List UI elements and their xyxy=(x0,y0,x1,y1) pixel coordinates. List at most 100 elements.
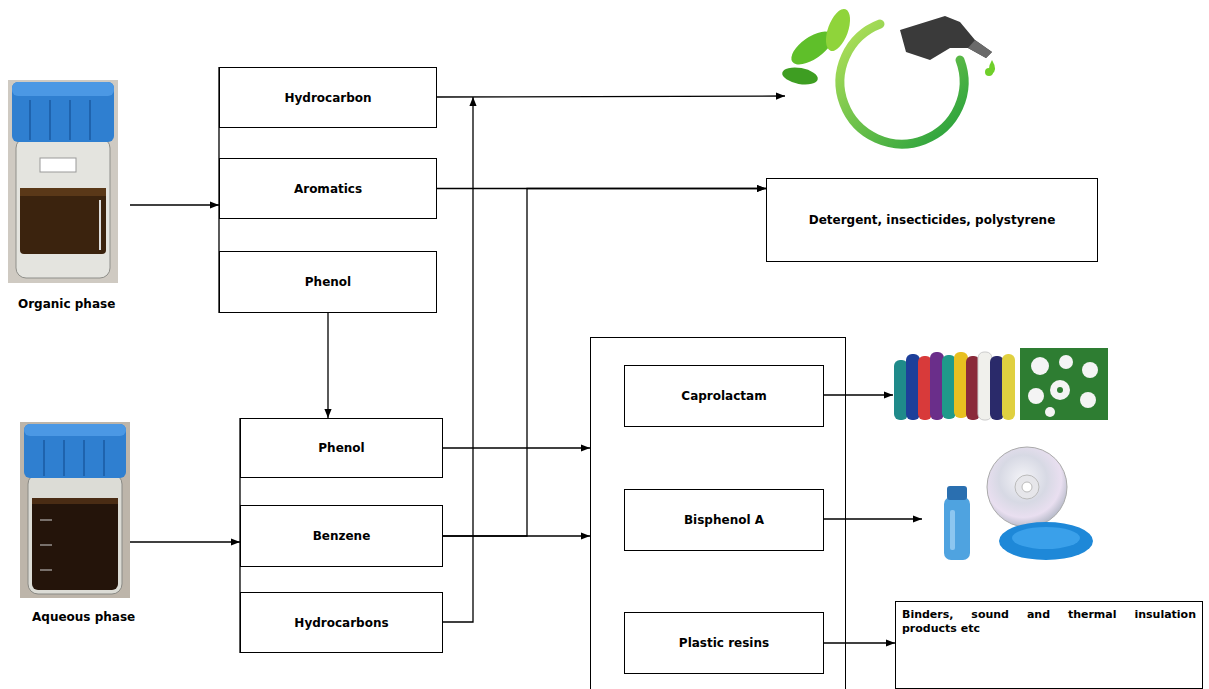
polycarbonate-products xyxy=(999,522,1093,560)
box-text: Hydrocarbon xyxy=(284,91,371,105)
process-box: Hydrocarbon xyxy=(219,67,437,128)
biofuel-icon xyxy=(781,65,819,87)
biofuel-icon xyxy=(781,6,995,144)
box-text: Binders, sound and thermal insulation pr… xyxy=(902,608,1196,636)
process-box: Aromatics xyxy=(219,158,437,219)
nylon-gears-photo xyxy=(1020,348,1108,420)
nylon-gears-photo xyxy=(1050,380,1070,400)
flow-line xyxy=(130,67,922,653)
nylon-gears-photo xyxy=(1080,392,1096,408)
nylon-rope-photo xyxy=(978,352,992,420)
bottle-photo xyxy=(103,440,105,476)
nylon-rope-photo xyxy=(906,354,920,420)
nylon-rope-photo xyxy=(894,360,908,420)
biofuel-icon xyxy=(985,68,993,76)
bottle-photo xyxy=(20,188,106,196)
bottle-photo xyxy=(40,570,52,571)
polycarbonate-products xyxy=(1012,527,1080,549)
process-box: Hydrocarbons xyxy=(240,592,443,653)
flow-arrow xyxy=(443,189,766,537)
nylon-rope-photo xyxy=(990,356,1004,420)
polycarbonate-products xyxy=(944,497,970,560)
phase-label: Organic phase xyxy=(18,297,115,311)
flow-arrow xyxy=(824,642,895,643)
bottle-photo xyxy=(43,440,45,476)
box-text: Benzene xyxy=(313,529,371,543)
nylon-gears-photo xyxy=(1020,348,1108,420)
polycarbonate-products xyxy=(950,510,955,550)
flow-arrow xyxy=(327,313,328,418)
flow-arrow xyxy=(443,535,590,536)
box-text: Plastic resins xyxy=(679,636,769,650)
bottle-photo xyxy=(8,80,118,283)
box-text: Hydrocarbons xyxy=(294,616,388,630)
bottle-photo xyxy=(99,200,101,250)
bottle-photo xyxy=(28,474,122,594)
polycarbonate-products xyxy=(944,447,1093,560)
bottle-photo xyxy=(32,498,118,504)
phase-label: Aqueous phase xyxy=(32,610,135,624)
bottle-photo xyxy=(40,520,52,521)
nylon-rope-photo xyxy=(894,352,1015,420)
biofuel-icon xyxy=(821,6,855,54)
bottle-photo xyxy=(8,80,118,283)
flow-line xyxy=(437,96,785,97)
bottle-photo xyxy=(24,424,126,436)
flow-arrow xyxy=(443,447,590,448)
bottle-photo xyxy=(20,422,130,598)
bottle-photo xyxy=(63,440,65,476)
bottle-photo xyxy=(40,158,76,172)
bottle-photo xyxy=(32,498,118,590)
product-box: Detergent, insecticides, polystyrene xyxy=(766,178,1098,262)
polycarbonate-products xyxy=(987,447,1067,527)
box-text: Bisphenol A xyxy=(684,513,764,527)
box-text: Caprolactam xyxy=(681,389,766,403)
bottle-photo xyxy=(40,545,52,546)
box-text: Phenol xyxy=(318,441,364,455)
polycarbonate-products xyxy=(1015,475,1039,499)
box-text: Phenol xyxy=(305,275,351,289)
nylon-gears-photo xyxy=(1031,357,1049,375)
bottle-photo xyxy=(29,100,31,140)
process-box: Caprolactam xyxy=(624,365,824,427)
flow-line xyxy=(130,541,240,542)
process-box: Phenol xyxy=(219,251,437,313)
nylon-gears-photo xyxy=(1028,388,1044,404)
nylon-gears-photo xyxy=(1082,362,1098,378)
bottle-photo xyxy=(69,100,71,140)
nylon-rope-photo xyxy=(918,356,932,420)
box-text: Detergent, insecticides, polystyrene xyxy=(809,213,1056,227)
bottle-photo xyxy=(83,440,85,476)
flow-line xyxy=(443,97,473,622)
flow-line xyxy=(130,204,219,205)
nylon-rope-photo xyxy=(930,352,944,420)
bottle-photo xyxy=(16,138,110,278)
polycarbonate-products xyxy=(947,486,967,500)
nylon-gears-photo xyxy=(1057,387,1063,393)
flow-line xyxy=(823,518,922,519)
bottle-photo xyxy=(12,82,114,142)
group-box: CaprolactamBisphenol A Plastic resins xyxy=(590,337,846,689)
bottle-photo xyxy=(20,188,106,254)
nylon-rope-photo xyxy=(942,355,956,419)
biofuel-icon xyxy=(900,16,992,60)
nylon-rope-photo xyxy=(1002,354,1015,420)
bottle-photo xyxy=(24,424,126,478)
process-box: Phenol xyxy=(240,418,443,478)
biofuel-icon xyxy=(968,40,992,58)
bottle-photo xyxy=(49,100,51,140)
polycarbonate-products xyxy=(1022,482,1032,492)
nylon-rope-photo xyxy=(954,352,968,418)
process-box: Bisphenol A xyxy=(624,489,824,551)
bottle-photo xyxy=(89,100,91,140)
flow-line xyxy=(823,394,893,395)
process-box: Plastic resins xyxy=(624,612,824,674)
box-text: Aromatics xyxy=(294,182,362,196)
bottle-photo xyxy=(20,422,130,598)
process-box: Benzene xyxy=(240,505,443,567)
product-box: Binders, sound and thermal insulation pr… xyxy=(895,601,1203,689)
